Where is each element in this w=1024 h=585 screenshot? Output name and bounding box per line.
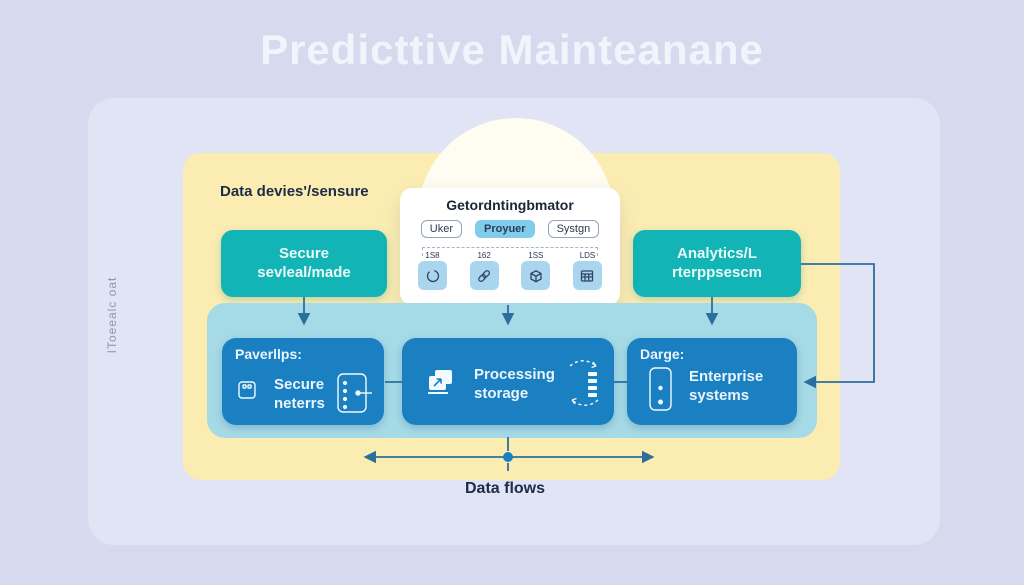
enterprise-line2: systems (689, 386, 750, 404)
link-icon (469, 261, 499, 290)
page-title: Predicttive Mainteanane (260, 26, 764, 73)
box-icon (521, 261, 551, 290)
processing-storage-box: Processing storage (402, 338, 614, 425)
enterprise-heading: Darge: (640, 346, 685, 362)
secure-network-heading: Paverllps: (235, 346, 302, 362)
tab-proyuer: Proyuer (475, 220, 535, 238)
phone-icon (645, 364, 675, 421)
secure-network-line2: neterrs (274, 394, 325, 412)
chip-lds: LDS (572, 251, 602, 290)
analytics-line2: rterppsescm (671, 263, 763, 281)
secure-network-text: Secure neterrs (274, 376, 325, 414)
coordinator-tabs: Uker Proyuer Systgn (400, 220, 620, 238)
data-flows-label: Data flows (464, 480, 545, 497)
side-vertical-label: IToeealc oat (105, 276, 119, 354)
chip-1s8-label: 1S8 (425, 251, 440, 260)
chip-1ss: 1SS (521, 251, 551, 290)
grid-icon (572, 261, 602, 290)
tab-systgn: Systgn (547, 220, 600, 238)
tab-uker: Uker (420, 220, 462, 238)
enterprise-text: Enterprise systems (689, 368, 763, 406)
coordinator-card: Getordntingbmator Uker Proyuer Systgn 1S… (400, 188, 620, 305)
secure-source-box: Secure sevleal/made (221, 230, 387, 297)
dashed-connector (422, 247, 598, 256)
processing-line2: storage (474, 384, 529, 402)
chip-1ss-label: 1SS (528, 251, 544, 260)
secure-network-line1: Secure (274, 376, 325, 393)
analytics-line1: Analytics/L (676, 244, 758, 262)
dashed-stack-icon (564, 356, 604, 415)
devices-label: Data devies'/sensure (220, 183, 369, 200)
secure-network-box: Paverllps: Secure neterrs (222, 338, 384, 425)
enterprise-systems-box: Darge: Enterprise systems (627, 338, 797, 425)
enterprise-line1: Enterprise (689, 368, 764, 385)
server-list-icon (334, 368, 376, 423)
processing-storage-text: Processing storage (474, 366, 555, 404)
chip-162-label: 162 (477, 251, 491, 260)
copy-documents-icon (424, 365, 458, 404)
coordinator-card-title: Getordntingbmator (446, 197, 574, 213)
chip-1s8: 1S8 (418, 252, 447, 290)
device-icon (236, 378, 258, 407)
icon-chips-row: 1S8 162 1SS LDS (400, 252, 620, 290)
sync-icon (418, 261, 447, 290)
processing-line1: Processing (474, 366, 555, 383)
chip-162: 162 (469, 251, 499, 290)
secure-source-line1: Secure (278, 244, 330, 262)
analytics-box: Analytics/L rterppsescm (633, 230, 801, 297)
chip-lds-label: LDS (579, 251, 596, 260)
secure-source-line2: sevleal/made (257, 263, 351, 281)
